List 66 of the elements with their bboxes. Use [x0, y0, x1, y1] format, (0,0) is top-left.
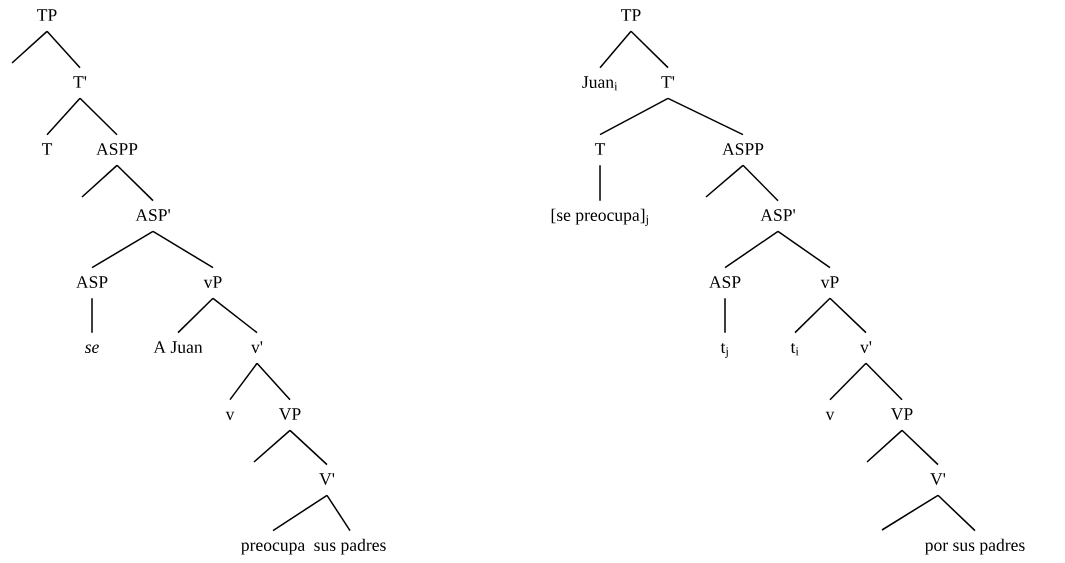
branch-line — [630, 30, 669, 69]
branch-line — [11, 30, 48, 64]
branch-line — [326, 494, 351, 532]
tree-node-label: v' — [860, 341, 872, 353]
branch-line — [79, 97, 118, 136]
branch-line — [229, 362, 258, 401]
tree-node-label: ASP' — [135, 209, 170, 221]
branch-line — [116, 164, 154, 202]
branch-line — [866, 429, 903, 463]
tree-node-label: se — [84, 344, 99, 353]
branch-line — [272, 494, 328, 532]
tree-node-label: T — [594, 143, 606, 155]
branch-line — [901, 429, 939, 466]
tree-node-label: ASP' — [760, 209, 795, 221]
branch-line — [289, 429, 328, 466]
branch-line — [829, 362, 867, 401]
branch-line — [152, 230, 214, 269]
branch-line — [937, 494, 976, 532]
tree-node-label: ASP — [76, 276, 108, 288]
tree-node-label: ASPP — [96, 143, 138, 155]
branch-line — [81, 164, 118, 198]
tree-node-label: ASPP — [722, 143, 764, 155]
tree-node-label: vP — [820, 276, 839, 288]
branch-line — [865, 362, 903, 401]
tree-node-label: T' — [661, 76, 675, 88]
tree-node-label: TP — [37, 9, 57, 21]
tree-node-label: [se preocupa]$_{j}$ — [551, 208, 648, 226]
branch-line — [794, 297, 831, 334]
branch-line — [881, 494, 939, 531]
tree-node-label: T' — [73, 76, 87, 88]
branch-line — [599, 164, 601, 202]
branch-line — [724, 297, 726, 334]
tree-node-label: t$_{i}$ — [790, 342, 799, 356]
branch-line — [829, 297, 867, 334]
branch-line — [46, 30, 81, 69]
tree-node-label: por sus padres — [925, 538, 1025, 555]
branch-line — [177, 297, 214, 334]
tree-node-label: v — [225, 411, 235, 420]
tree-node-label: t$_{j}$ — [720, 342, 728, 358]
branch-line — [46, 97, 81, 136]
branch-line — [777, 230, 831, 269]
branch-line — [724, 230, 779, 269]
tree-node-label: V' — [930, 473, 946, 486]
branch-line — [256, 362, 291, 401]
tree-node-label: preocupa — [241, 542, 305, 555]
tree-node-label: T — [41, 143, 53, 155]
branch-line — [599, 30, 632, 69]
branch-line — [667, 97, 744, 136]
tree-node-label: VP — [279, 408, 301, 421]
tree-node-label: V' — [319, 473, 335, 486]
tree-node-label: v — [825, 411, 835, 420]
tree-node-label: ASP — [709, 276, 741, 288]
tree-node-label: VP — [890, 408, 913, 421]
branch-line — [91, 297, 93, 334]
tree-node-label: TP — [621, 9, 641, 21]
branch-line — [742, 164, 779, 202]
branch-line — [212, 297, 258, 334]
tree-node-label: sus padres — [314, 538, 386, 555]
branch-line — [599, 97, 669, 136]
tree-node-label: vP — [203, 276, 222, 288]
branch-line — [705, 164, 744, 198]
branch-line — [91, 230, 154, 269]
tree-node-label: A Juan — [153, 341, 203, 353]
branch-line — [253, 429, 291, 463]
tree-node-label: Juan$_{i}$ — [582, 76, 618, 91]
tree-node-label: v' — [251, 341, 263, 353]
